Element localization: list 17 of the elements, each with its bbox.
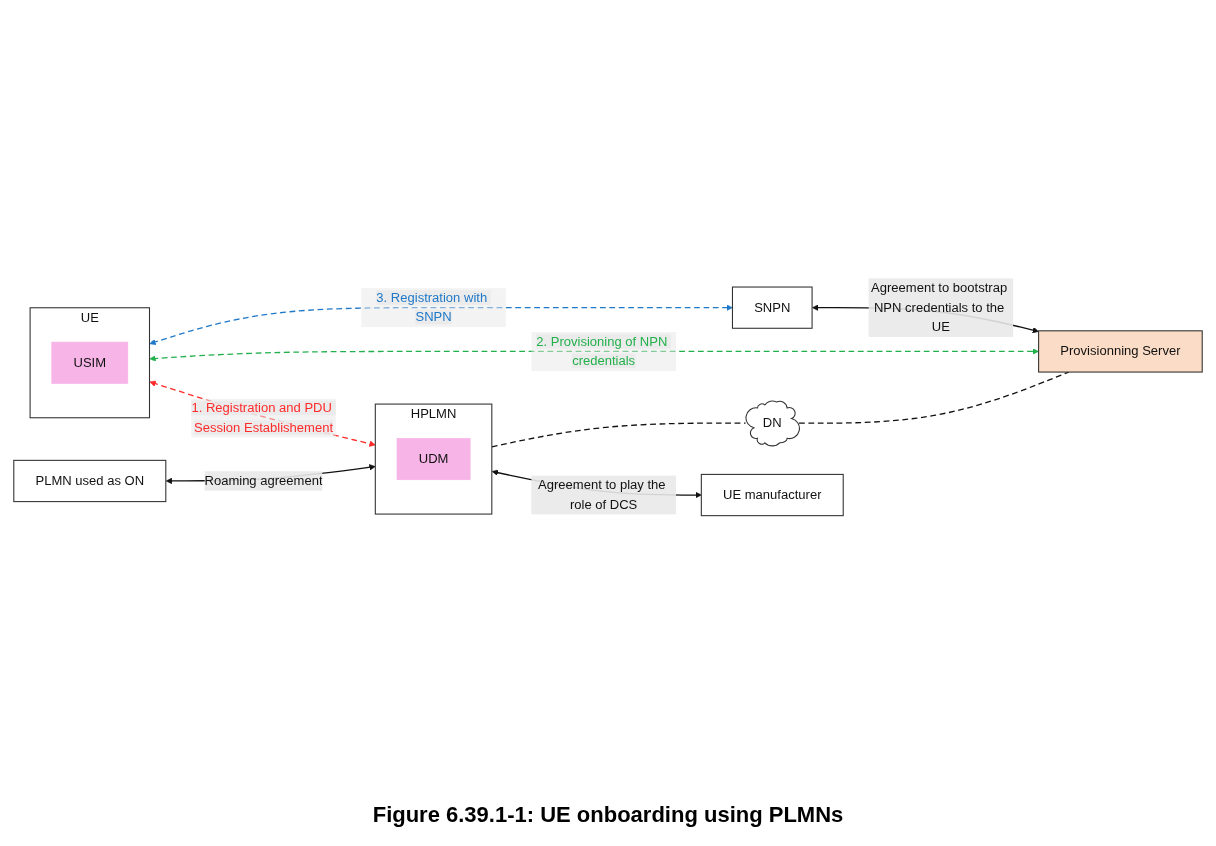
arrow [149,348,1039,362]
node-box: SNPN [731,286,813,329]
edge-label: Agreement to play the role of DCS [538,477,666,512]
edge-label: 1. Registration and PDU Session Establishement [191,400,334,435]
node-box: PLMN used as ON [13,459,167,503]
figure-caption: Figure 6.39.1-1: UE onboarding using PLMNs [372,802,844,828]
connector [491,422,747,448]
node-box: UE manufacturer [700,473,844,517]
edge-label: 2. Provisioning of NPN credentials [536,334,668,369]
arrow [149,304,733,346]
arrow [149,380,376,447]
node-box: Provisionning Server [1038,330,1203,373]
node-box: UDM [396,438,471,481]
node-box: USIM [51,341,129,384]
edge-label: Agreement to bootstrap NPN credentials to the UE [871,280,1008,335]
edge-label: 3. Registration with SNPN [376,290,488,325]
edge-label: Roaming agreement [204,473,323,488]
